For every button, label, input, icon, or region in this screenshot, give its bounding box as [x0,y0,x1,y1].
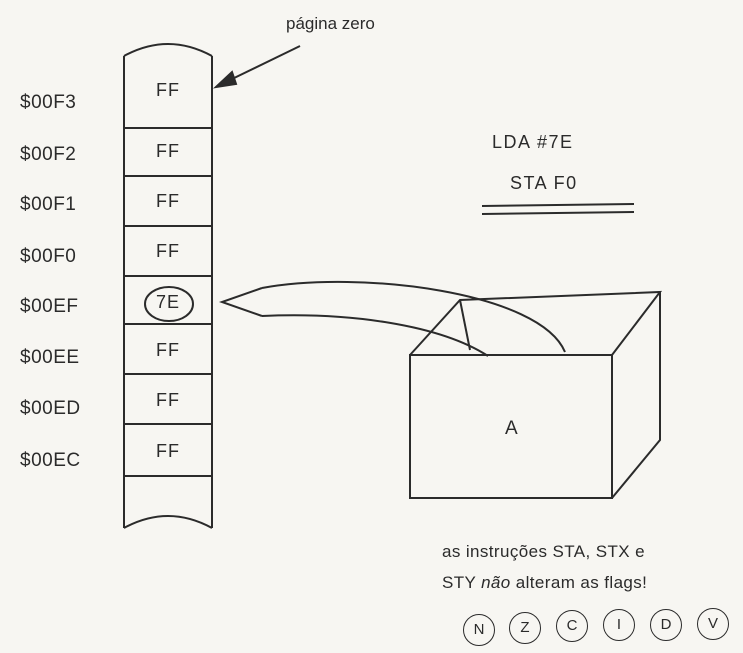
address-label: $00F2 [20,144,76,166]
address-label: $00EE [20,347,80,369]
memory-cell-value: FF [126,80,210,101]
register-box [410,292,660,498]
memory-cell-value: FF [126,141,210,162]
flag-z: Z [509,612,541,644]
flag-d: D [650,609,682,641]
memory-cell-value: FF [126,340,210,361]
memory-cell-value: FF [126,441,210,462]
memory-cell-value: 7E [126,292,210,313]
address-label: $00F3 [20,92,76,114]
flags-note: as instruções STA, STX e STY não alteram… [442,536,647,598]
flag-v: V [697,608,729,640]
register-label: A [505,418,518,440]
flags-note-part-b: alteram as flags! [511,573,648,592]
code-line-2: STA F0 [510,173,578,194]
address-label: $00EC [20,450,81,472]
flags-note-emphasis: não [481,573,511,592]
page-zero-arrow [216,46,300,87]
address-label: $00F1 [20,194,76,216]
code-line-1: LDA #7E [492,132,574,153]
flags-note-line-1: as instruções STA, STX e [442,536,647,567]
code-underline [482,204,634,214]
store-arrow [222,282,565,356]
flags-note-part-a: STY [442,573,481,592]
address-label: $00ED [20,398,81,420]
flag-c: C [556,610,588,642]
address-label: $00EF [20,296,78,318]
address-label: $00F0 [20,246,76,268]
memory-cell-value: FF [126,241,210,262]
page-zero-label: página zero [286,14,375,34]
flag-n: N [463,614,495,646]
flag-i: I [603,609,635,641]
memory-cell-value: FF [126,191,210,212]
memory-cell-value: FF [126,390,210,411]
flags-note-line-2: STY não alteram as flags! [442,567,647,598]
